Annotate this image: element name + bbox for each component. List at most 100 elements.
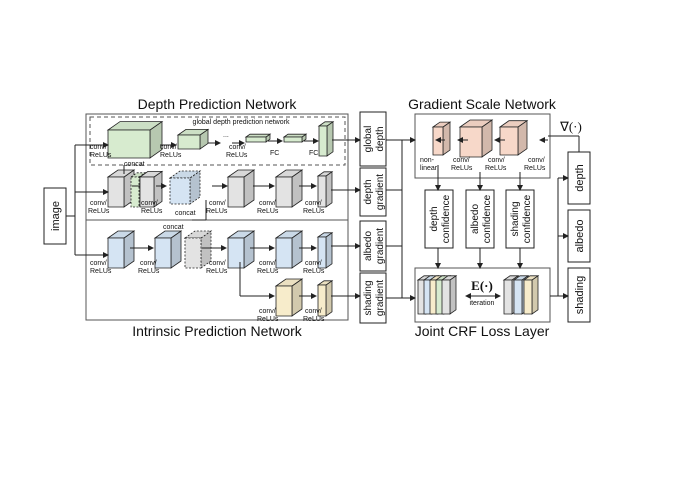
block-face	[107, 176, 125, 208]
shading-confidence-box	[505, 189, 535, 249]
layer-label: ReLUs	[485, 165, 507, 172]
intrinsic-network-frame	[85, 219, 349, 321]
block-face	[317, 236, 327, 269]
shading-confidence-line2: confidence	[522, 194, 533, 243]
layer-label: conv/	[259, 260, 276, 267]
depth-confidence-line2: confidence	[441, 194, 452, 243]
depth-gradient-line2: gradient	[375, 174, 386, 210]
block-face	[317, 175, 327, 208]
albedo-confidence-line2: confidence	[482, 194, 493, 243]
block-face	[326, 121, 334, 157]
layer-label: ReLUs	[206, 208, 228, 215]
shading-output-label: shading	[574, 276, 586, 315]
block-face	[513, 279, 523, 315]
block-face	[283, 136, 303, 143]
layer-label: ReLUs	[226, 152, 248, 159]
layer-label: conv/	[140, 260, 157, 267]
block-face	[275, 176, 293, 208]
block-face	[317, 284, 327, 317]
energy-label: E(·)	[471, 278, 493, 293]
layer-label: ReLUs	[303, 208, 325, 215]
crf-loss-layer-title: Joint CRF Loss Layer	[415, 323, 550, 339]
layer-blocks	[106, 119, 540, 317]
global-depth-network-label: global depth prediction network	[193, 119, 290, 126]
layer-label: ReLUs	[524, 165, 546, 172]
layer-label: ReLUs	[257, 208, 279, 215]
concat-label: concat	[124, 161, 145, 168]
block-face	[282, 133, 308, 138]
albedo-output-label: albedo	[574, 219, 586, 252]
block-face	[107, 129, 151, 159]
connection-lines	[66, 135, 580, 301]
block-face	[523, 279, 533, 315]
block-face	[275, 237, 293, 269]
depth-gradient-line1: depth	[363, 179, 374, 204]
shading-gradient-line2: gradient	[375, 280, 386, 316]
ellipsis: ...	[223, 132, 229, 139]
layer-label: ReLUs	[90, 152, 112, 159]
block-face	[168, 170, 202, 179]
albedo-confidence-box	[465, 189, 495, 249]
layer-label: conv/	[141, 200, 158, 207]
fc-label: FC	[270, 150, 279, 157]
fc-label: FC	[309, 150, 318, 157]
layer-label: ReLUs	[90, 268, 112, 275]
layer-label: conv/	[209, 260, 226, 267]
gradient-scale-frame	[414, 113, 551, 179]
depth-gradient-box	[359, 167, 387, 217]
block-face	[325, 232, 333, 269]
block-face	[503, 279, 513, 315]
layer-label: conv/	[209, 200, 226, 207]
block-face	[325, 171, 333, 208]
block-face	[154, 237, 172, 269]
layer-label: conv/	[305, 200, 322, 207]
block-face	[325, 280, 333, 317]
image-input-label: image	[50, 201, 62, 231]
albedo-confidence-line1: albedo	[470, 204, 481, 234]
block-face	[441, 279, 451, 315]
layer-label: conv/	[90, 200, 107, 207]
layer-label: ReLUs	[451, 165, 473, 172]
global-depth-dashed-frame	[89, 116, 346, 166]
concat-label: concat	[175, 210, 196, 217]
block-face	[130, 176, 140, 208]
depth-network-title: Depth Prediction Network	[138, 96, 298, 112]
layer-label: ReLUs	[257, 316, 279, 323]
layer-label: conv/	[90, 144, 107, 151]
block-face	[459, 126, 483, 158]
block-face	[139, 176, 155, 208]
intrinsic-network-title: Intrinsic Prediction Network	[132, 323, 303, 339]
albedo-gradient-line1: albedo	[363, 231, 374, 261]
layer-label: conv/	[305, 308, 322, 315]
depth-confidence-line1: depth	[429, 206, 440, 231]
iteration-label: iteration	[470, 300, 495, 307]
block-face	[169, 177, 191, 205]
block-face	[244, 133, 272, 138]
block-face	[442, 121, 451, 156]
nonlinear-label-1: non-	[420, 157, 435, 164]
layer-label: conv/	[453, 157, 470, 164]
layer-label: conv/	[305, 260, 322, 267]
layer-label: conv/	[229, 144, 246, 151]
layer-label: ReLUs	[138, 268, 160, 275]
layer-label: conv/	[160, 144, 177, 151]
block-face	[531, 275, 539, 315]
nonlinear-label-2: linear	[420, 165, 438, 172]
global-depth-line2: depth	[375, 126, 386, 151]
block-face	[177, 134, 201, 150]
layer-label: conv/	[90, 260, 107, 267]
layer-label: conv/	[488, 157, 505, 164]
layer-label: ReLUs	[88, 208, 110, 215]
block-face	[499, 126, 519, 156]
global-depth-box	[359, 111, 387, 167]
concat-label: concat	[163, 224, 184, 231]
block-face	[275, 285, 293, 317]
depth-output-label: depth	[574, 164, 586, 192]
block-face	[227, 176, 245, 208]
gradient-scale-network-title: Gradient Scale Network	[408, 96, 557, 112]
layer-label: conv/	[259, 200, 276, 207]
albedo-gradient-line2: gradient	[375, 228, 386, 264]
shading-confidence-line1: shading	[510, 201, 521, 236]
layer-label: conv/	[259, 308, 276, 315]
